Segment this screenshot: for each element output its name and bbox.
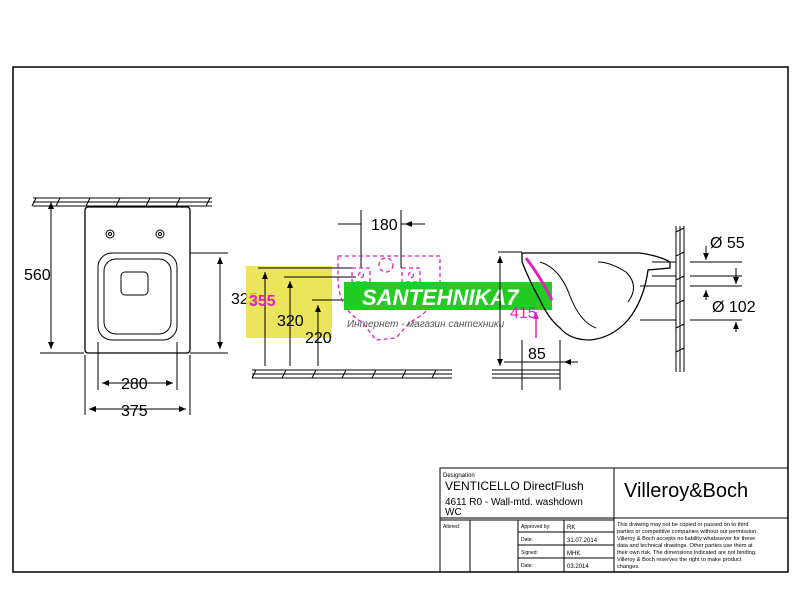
dim-560: 560 [24, 267, 51, 284]
dim-220: 220 [305, 330, 332, 347]
date-value-1: 31.07.2014 [567, 538, 598, 544]
side-highlight [524, 257, 554, 301]
disclaimer-line: Villeroy & Boch accepts no liability wha… [617, 536, 755, 542]
dim-55: Ø 55 [710, 235, 745, 252]
designation-label: Designation [443, 473, 475, 479]
dim-375: 375 [121, 403, 148, 420]
title-block [439, 467, 789, 573]
altered-label: Altered: [443, 524, 460, 530]
disclaimer-line: changes. [617, 564, 640, 570]
dim-415: 415 [510, 305, 537, 322]
watermark-banner [344, 282, 552, 310]
signed-label: Signed: [521, 550, 538, 556]
watermark-name: SANTEHNIKA7 [362, 285, 520, 310]
rear-view [251, 210, 452, 379]
approved-value: RK [567, 525, 575, 531]
dim-280: 280 [121, 376, 148, 393]
disclaimer-line: parties or competitive companies without… [617, 529, 758, 535]
approved-label: Approved by: [521, 524, 550, 530]
signed-value: MHK [567, 551, 580, 557]
date-label-1: Date: [521, 537, 533, 543]
disclaimer-line: This drawing may not be copied or passed… [617, 522, 749, 528]
side-view [492, 226, 742, 390]
dim-102: Ø 102 [712, 299, 756, 316]
watermark-slogan: Интернет - магазин сантехники [347, 319, 505, 330]
drawing-frame [12, 66, 789, 573]
dim-355: 355 [249, 293, 276, 310]
disclaimer-line: their own risk. The dimensions indicated… [617, 550, 757, 556]
brand-name: Villeroy&Boch [624, 480, 748, 502]
date-value-2: 03.2014 [567, 564, 589, 570]
front-view [31, 197, 228, 415]
product-type: WC [445, 507, 462, 518]
dim-180: 180 [371, 217, 398, 234]
disclaimer-line: Villeroy & Boch reserves the right to ma… [617, 557, 742, 563]
product-name: VENTICELLO DirectFlush [445, 479, 584, 493]
dim-320: 320 [277, 313, 304, 330]
dim-85: 85 [528, 346, 546, 363]
disclaimer: This drawing may not be copied or passed… [617, 522, 758, 570]
disclaimer-line: data and technical drawings. Other parti… [617, 543, 753, 549]
date-label-2: Date: [521, 563, 533, 569]
product-code: 4611 R0 - Wall-mtd. washdown [445, 497, 583, 508]
